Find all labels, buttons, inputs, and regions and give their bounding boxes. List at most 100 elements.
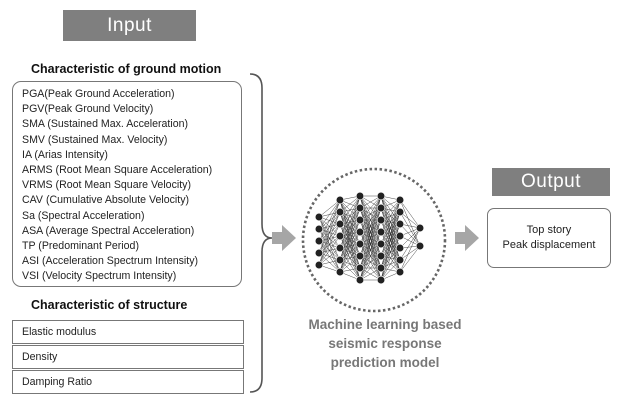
- network-node: [376, 191, 386, 201]
- network-node: [395, 195, 405, 205]
- network-node: [395, 231, 405, 241]
- network-edge: [318, 223, 341, 266]
- network-edge: [380, 199, 401, 257]
- network-edge: [339, 195, 361, 249]
- network-node: [376, 227, 386, 237]
- network-node: [335, 207, 345, 217]
- network-node: [314, 248, 324, 258]
- network-node: [395, 243, 405, 253]
- list-item: ASA (Average Spectral Acceleration): [22, 224, 195, 237]
- network-edge: [380, 199, 401, 221]
- network-edge: [359, 195, 382, 233]
- network-edge: [380, 259, 401, 281]
- network-edge: [318, 199, 341, 230]
- network-node: [355, 251, 365, 261]
- structure-heading: Characteristic of structure: [31, 298, 188, 312]
- neural-network-icon: [314, 191, 425, 285]
- network-edge: [339, 195, 361, 213]
- model-circle: [301, 167, 447, 313]
- network-edge: [380, 235, 401, 281]
- network-edge: [318, 211, 341, 266]
- network-edge: [339, 231, 361, 273]
- network-node: [355, 239, 365, 249]
- network-edge: [359, 231, 382, 281]
- output-arrow: [455, 225, 479, 251]
- network-node: [376, 239, 386, 249]
- network-edge: [399, 211, 421, 229]
- network-edge: [318, 199, 341, 254]
- network-edge: [399, 211, 421, 247]
- network-node: [355, 275, 365, 285]
- network-edge: [399, 245, 421, 273]
- network-edge: [380, 199, 401, 233]
- network-node: [395, 207, 405, 217]
- list-item: SMA (Sustained Max. Acceleration): [22, 118, 189, 131]
- input-brace: [249, 73, 273, 393]
- network-edge: [359, 195, 382, 245]
- network-node: [415, 223, 425, 233]
- network-edge: [318, 247, 341, 266]
- network-node: [314, 224, 324, 234]
- network-edge: [380, 199, 401, 245]
- output-line-peak-displacement: Peak displacement: [502, 239, 596, 251]
- network-node: [376, 251, 386, 261]
- network-edge: [339, 195, 361, 237]
- network-node: [376, 215, 386, 225]
- network-node: [395, 267, 405, 277]
- network-node: [355, 215, 365, 225]
- network-edge: [318, 199, 341, 242]
- structure-item-density: Density: [12, 345, 244, 369]
- network-edge: [339, 243, 361, 273]
- network-node: [395, 255, 405, 265]
- network-node: [355, 263, 365, 273]
- network-node: [314, 260, 324, 270]
- network-node: [376, 263, 386, 273]
- list-item: ARMS (Root Mean Square Acceleration): [22, 164, 213, 177]
- network-edge: [318, 199, 341, 218]
- network-node: [335, 219, 345, 229]
- list-item: IA (Arias Intensity): [22, 148, 108, 161]
- output-banner: Output: [492, 168, 610, 196]
- list-item: TP (Predominant Period): [22, 240, 139, 253]
- network-edge: [318, 235, 341, 266]
- network-edge: [399, 227, 421, 249]
- network-node: [335, 231, 345, 241]
- network-node: [376, 203, 386, 213]
- network-edge: [399, 223, 421, 247]
- ground-motion-list: PGA(Peak Ground Acceleration) PGV(Peak G…: [12, 81, 242, 287]
- list-item: ASI (Acceleration Spectrum Intensity): [22, 255, 199, 268]
- network-node: [376, 275, 386, 285]
- network-node: [415, 241, 425, 251]
- input-arrow: [272, 225, 296, 251]
- network-edge: [380, 223, 401, 281]
- network-node: [395, 219, 405, 229]
- structure-item-elastic-modulus: Elastic modulus: [12, 320, 244, 344]
- network-node: [335, 195, 345, 205]
- list-item: VRMS (Root Mean Square Velocity): [22, 179, 191, 192]
- network-edge: [359, 255, 382, 281]
- network-edge: [359, 243, 382, 281]
- network-node: [314, 212, 324, 222]
- network-edge: [399, 227, 421, 261]
- list-item: CAV (Cumulative Absolute Velocity): [22, 194, 190, 207]
- list-item: VSI (Velocity Spectrum Intensity): [22, 270, 177, 283]
- network-edge: [339, 219, 361, 273]
- caption-line: Machine learning based: [308, 317, 462, 332]
- network-edge: [339, 255, 361, 273]
- network-node: [355, 227, 365, 237]
- ground-motion-heading: Characteristic of ground motion: [31, 62, 222, 76]
- list-item: PGV(Peak Ground Velocity): [22, 103, 154, 116]
- list-item: PGA(Peak Ground Acceleration): [22, 88, 175, 100]
- network-node: [314, 236, 324, 246]
- list-item: SMV (Sustained Max. Velocity): [22, 133, 168, 146]
- model-caption: Machine learning based seismic response …: [285, 315, 485, 372]
- network-edge: [380, 247, 401, 281]
- network-edge: [399, 227, 421, 273]
- network-node: [335, 267, 345, 277]
- output-line-top-story: Top story: [526, 224, 572, 236]
- output-box: Top story Peak displacement: [487, 208, 611, 268]
- input-banner: Input: [63, 10, 196, 41]
- network-edge: [359, 195, 382, 221]
- network-edge: [399, 199, 421, 247]
